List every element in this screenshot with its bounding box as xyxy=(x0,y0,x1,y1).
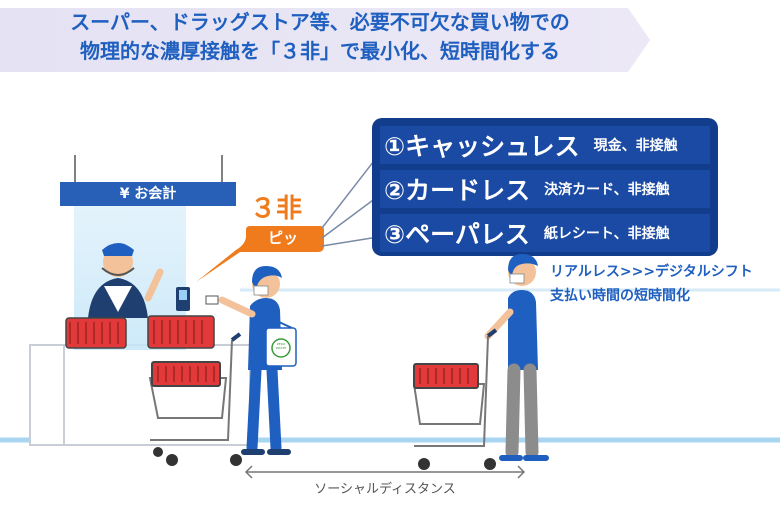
panel-item-label: ③ペーパレス xyxy=(384,220,530,249)
shopping-cart-front xyxy=(148,332,242,466)
side-note-line-1: リアルレス>>>デジタルシフト xyxy=(550,264,753,280)
checkout-sign-label: ¥ お会計 xyxy=(119,186,177,202)
speech-bubble xyxy=(196,226,324,282)
panel-item-label: ①キャッシュレス xyxy=(384,132,580,161)
panel-item-note: 決済カード、非接触 xyxy=(544,182,670,198)
banner-line-1: スーパー、ドラッグストア等、必要不可欠な買い物での xyxy=(70,10,570,34)
panel-item-note: 現金、非接触 xyxy=(593,138,678,154)
cashier xyxy=(88,243,164,318)
zero-waste-badge: ZERO WASTE xyxy=(275,342,287,350)
banner-line-2: 物理的な濃厚接触を「３非」で最小化、短時間化する xyxy=(80,39,560,63)
social-distance-label: ソーシャルディスタンス xyxy=(314,482,456,497)
customer-paying xyxy=(205,266,297,455)
checkout-sign xyxy=(60,182,236,206)
distance-arrow xyxy=(244,465,526,479)
panel-item-label: ②カードレス xyxy=(384,176,531,205)
panel-item-note: 紙レシート、非接触 xyxy=(543,226,670,242)
customer-waiting xyxy=(484,254,549,461)
banner-title: スーパー、ドラッグストア等、必要不可欠な買い物での 物理的な濃厚接触を「３非」で… xyxy=(0,8,640,66)
shopping-cart-back xyxy=(412,328,498,470)
side-note-line-2: 支払い時間の短時間化 xyxy=(550,288,690,304)
banner-arrow xyxy=(0,8,650,72)
basket-right xyxy=(147,315,215,349)
three-non-heading: ３非 xyxy=(250,194,303,224)
panel-item-cardless: ②カードレス 決済カード、非接触 xyxy=(384,170,670,208)
panel-item-paperless: ③ペーパレス 紙レシート、非接触 xyxy=(384,214,670,252)
basket-left xyxy=(65,317,127,349)
beep-label: ピッ xyxy=(267,229,298,247)
panel-item-cashless: ①キャッシュレス 現金、非接触 xyxy=(384,126,678,164)
